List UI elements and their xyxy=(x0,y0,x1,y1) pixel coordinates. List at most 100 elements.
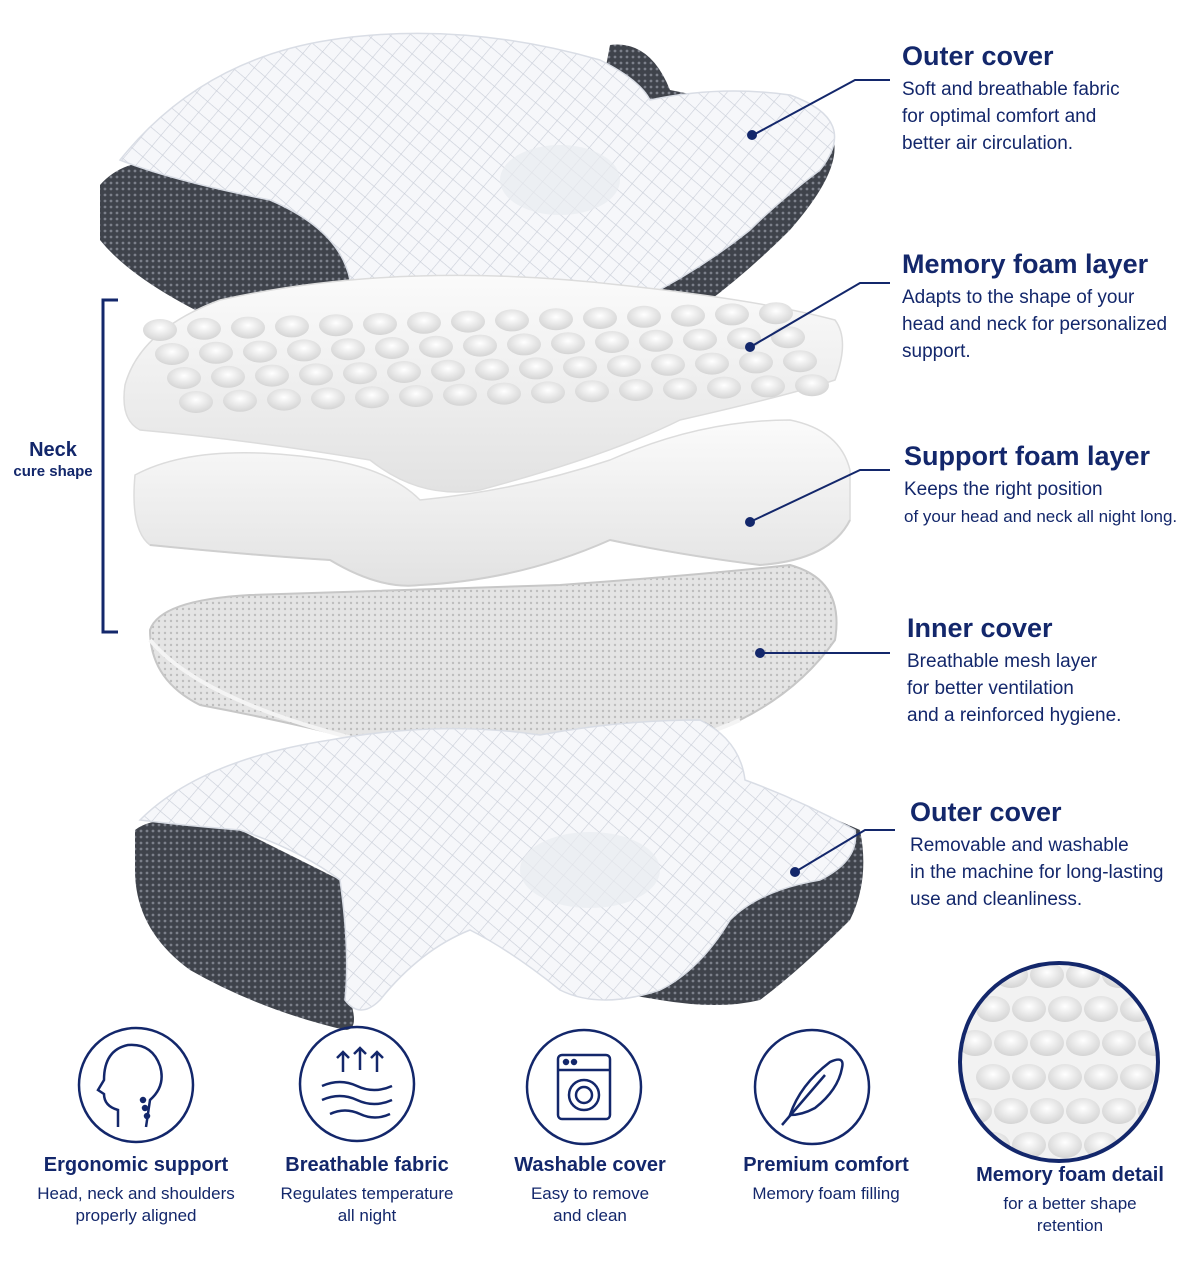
foam-bump xyxy=(771,326,805,349)
foam-detail-bump xyxy=(1102,1030,1136,1056)
callout-lines xyxy=(751,79,895,873)
foam-bump xyxy=(739,351,773,374)
layer-desc-line: head and neck for personalized xyxy=(902,314,1168,335)
feature-premium-comfort: Premium comfort Memory foam filling xyxy=(706,1153,946,1205)
callout-dots xyxy=(745,130,800,877)
foam-bump xyxy=(619,379,653,401)
layer-label-support-foam: Support foam layer Keeps the right posit… xyxy=(904,440,1177,530)
feature-title: Premium comfort xyxy=(743,1154,909,1176)
foam-bump xyxy=(663,377,697,400)
foam-bump xyxy=(683,328,717,351)
layer-label-inner-cover: Inner cover Breathable mesh layer for be… xyxy=(907,612,1121,729)
foam-bump xyxy=(407,311,441,334)
foam-detail-bump xyxy=(962,965,992,988)
layer-desc-line: for optimal comfort and xyxy=(902,106,1097,127)
feature-breathable-fabric: Breathable fabric Regulates temperature … xyxy=(252,1153,482,1227)
foam-detail-bump xyxy=(1156,996,1190,1022)
foam-detail-bump xyxy=(976,1064,1010,1090)
neck-label-line1: Neck xyxy=(29,439,77,461)
foam-bump xyxy=(563,356,597,379)
layer-desc-line: Keeps the right position xyxy=(904,479,1103,500)
foam-bump xyxy=(475,358,509,381)
foam-detail-bump xyxy=(1030,1098,1064,1124)
feature-desc-line: Memory foam filling xyxy=(752,1184,900,1203)
foam-bump xyxy=(431,359,465,382)
foam-bump xyxy=(355,386,389,409)
foam-detail-bump xyxy=(1066,1098,1100,1124)
foam-bump xyxy=(519,357,553,380)
layer-desc-line: use and cleanliness. xyxy=(910,889,1083,910)
washing-machine-icon xyxy=(525,1028,643,1146)
foam-bump xyxy=(531,381,565,404)
feature-desc-line: retention xyxy=(1036,1216,1104,1235)
foam-bump xyxy=(671,304,705,327)
layer-desc-line: better air circulation. xyxy=(902,133,1074,154)
foam-bump xyxy=(287,339,321,362)
foam-bump xyxy=(363,313,397,335)
foam-bump xyxy=(495,309,529,332)
foam-bump xyxy=(167,367,201,389)
foam-bump xyxy=(651,353,685,376)
foam-detail-bump xyxy=(976,996,1010,1022)
feature-memory-foam-detail: Memory foam detail for a better shape re… xyxy=(950,1163,1190,1237)
neck-bracket xyxy=(101,298,118,634)
layer-desc-line: of your head and neck all night long. xyxy=(904,507,1178,526)
foam-detail-bump xyxy=(1156,1132,1190,1158)
foam-detail-bump xyxy=(1066,1030,1100,1056)
foam-detail-bump xyxy=(962,1030,992,1056)
foam-detail-bump xyxy=(1048,1132,1082,1158)
airflow-icon xyxy=(298,1025,416,1143)
foam-bump xyxy=(331,338,365,361)
foam-bump xyxy=(243,340,277,363)
foam-bump xyxy=(443,383,477,406)
foam-bump xyxy=(639,329,673,352)
foam-detail-bump xyxy=(994,1098,1028,1124)
foam-detail-bump xyxy=(1138,965,1156,988)
feature-title: Washable cover xyxy=(514,1154,666,1176)
foam-detail-bump xyxy=(1012,996,1046,1022)
foam-bump xyxy=(387,361,421,383)
foam-bump xyxy=(223,389,257,412)
feature-desc-line: and clean xyxy=(553,1206,627,1225)
foam-detail-bump xyxy=(1102,1098,1136,1124)
foam-bump xyxy=(311,387,345,410)
layer-desc-line: Adapts to the shape of your xyxy=(902,287,1135,308)
foam-detail-bump xyxy=(1012,1132,1046,1158)
feature-desc-line: properly aligned xyxy=(75,1206,197,1225)
foam-bump xyxy=(539,308,573,331)
feature-title: Ergonomic support xyxy=(43,1154,229,1176)
layer-desc-line: support. xyxy=(902,341,971,362)
foam-bump xyxy=(595,331,629,353)
feature-desc-line: Head, neck and shoulders xyxy=(37,1184,235,1203)
foam-detail-bump xyxy=(1120,1064,1154,1090)
foam-bump xyxy=(319,314,353,337)
layer-title: Memory foam layer xyxy=(902,249,1149,279)
foam-detail-bump xyxy=(1012,1064,1046,1090)
feature-ergonomic-support: Ergonomic support Head, neck and shoulde… xyxy=(16,1153,256,1227)
memory-foam-layer xyxy=(123,274,844,493)
foam-bump xyxy=(487,382,521,405)
foam-bump xyxy=(231,316,265,339)
feature-desc-line: Easy to remove xyxy=(530,1184,650,1203)
neck-curve-label: Neck cure shape xyxy=(8,438,98,482)
foam-bump xyxy=(211,365,245,388)
neck-label-line2: cure shape xyxy=(13,463,93,480)
foam-detail-bump xyxy=(1030,1030,1064,1056)
foam-bump xyxy=(343,362,377,385)
layer-label-outer-cover-bottom: Outer cover Removable and washable in th… xyxy=(910,796,1163,913)
layer-label-memory-foam: Memory foam layer Adapts to the shape of… xyxy=(902,248,1167,365)
foam-bump xyxy=(255,364,289,387)
foam-bump xyxy=(795,374,829,397)
foam-detail-bump xyxy=(1084,996,1118,1022)
foam-detail-bump xyxy=(994,1030,1028,1056)
feature-desc-line: all night xyxy=(337,1206,397,1225)
foam-bump xyxy=(715,303,749,326)
feature-desc-line: for a better shape xyxy=(1003,1194,1137,1213)
foam-bump xyxy=(143,319,177,341)
foam-bump xyxy=(299,363,333,386)
foam-bump xyxy=(267,388,301,411)
bottom-outer-cover-pillow xyxy=(135,719,864,1030)
foam-bump xyxy=(695,352,729,375)
foam-detail-bump xyxy=(1156,1064,1190,1090)
layer-title: Outer cover xyxy=(902,41,1054,71)
